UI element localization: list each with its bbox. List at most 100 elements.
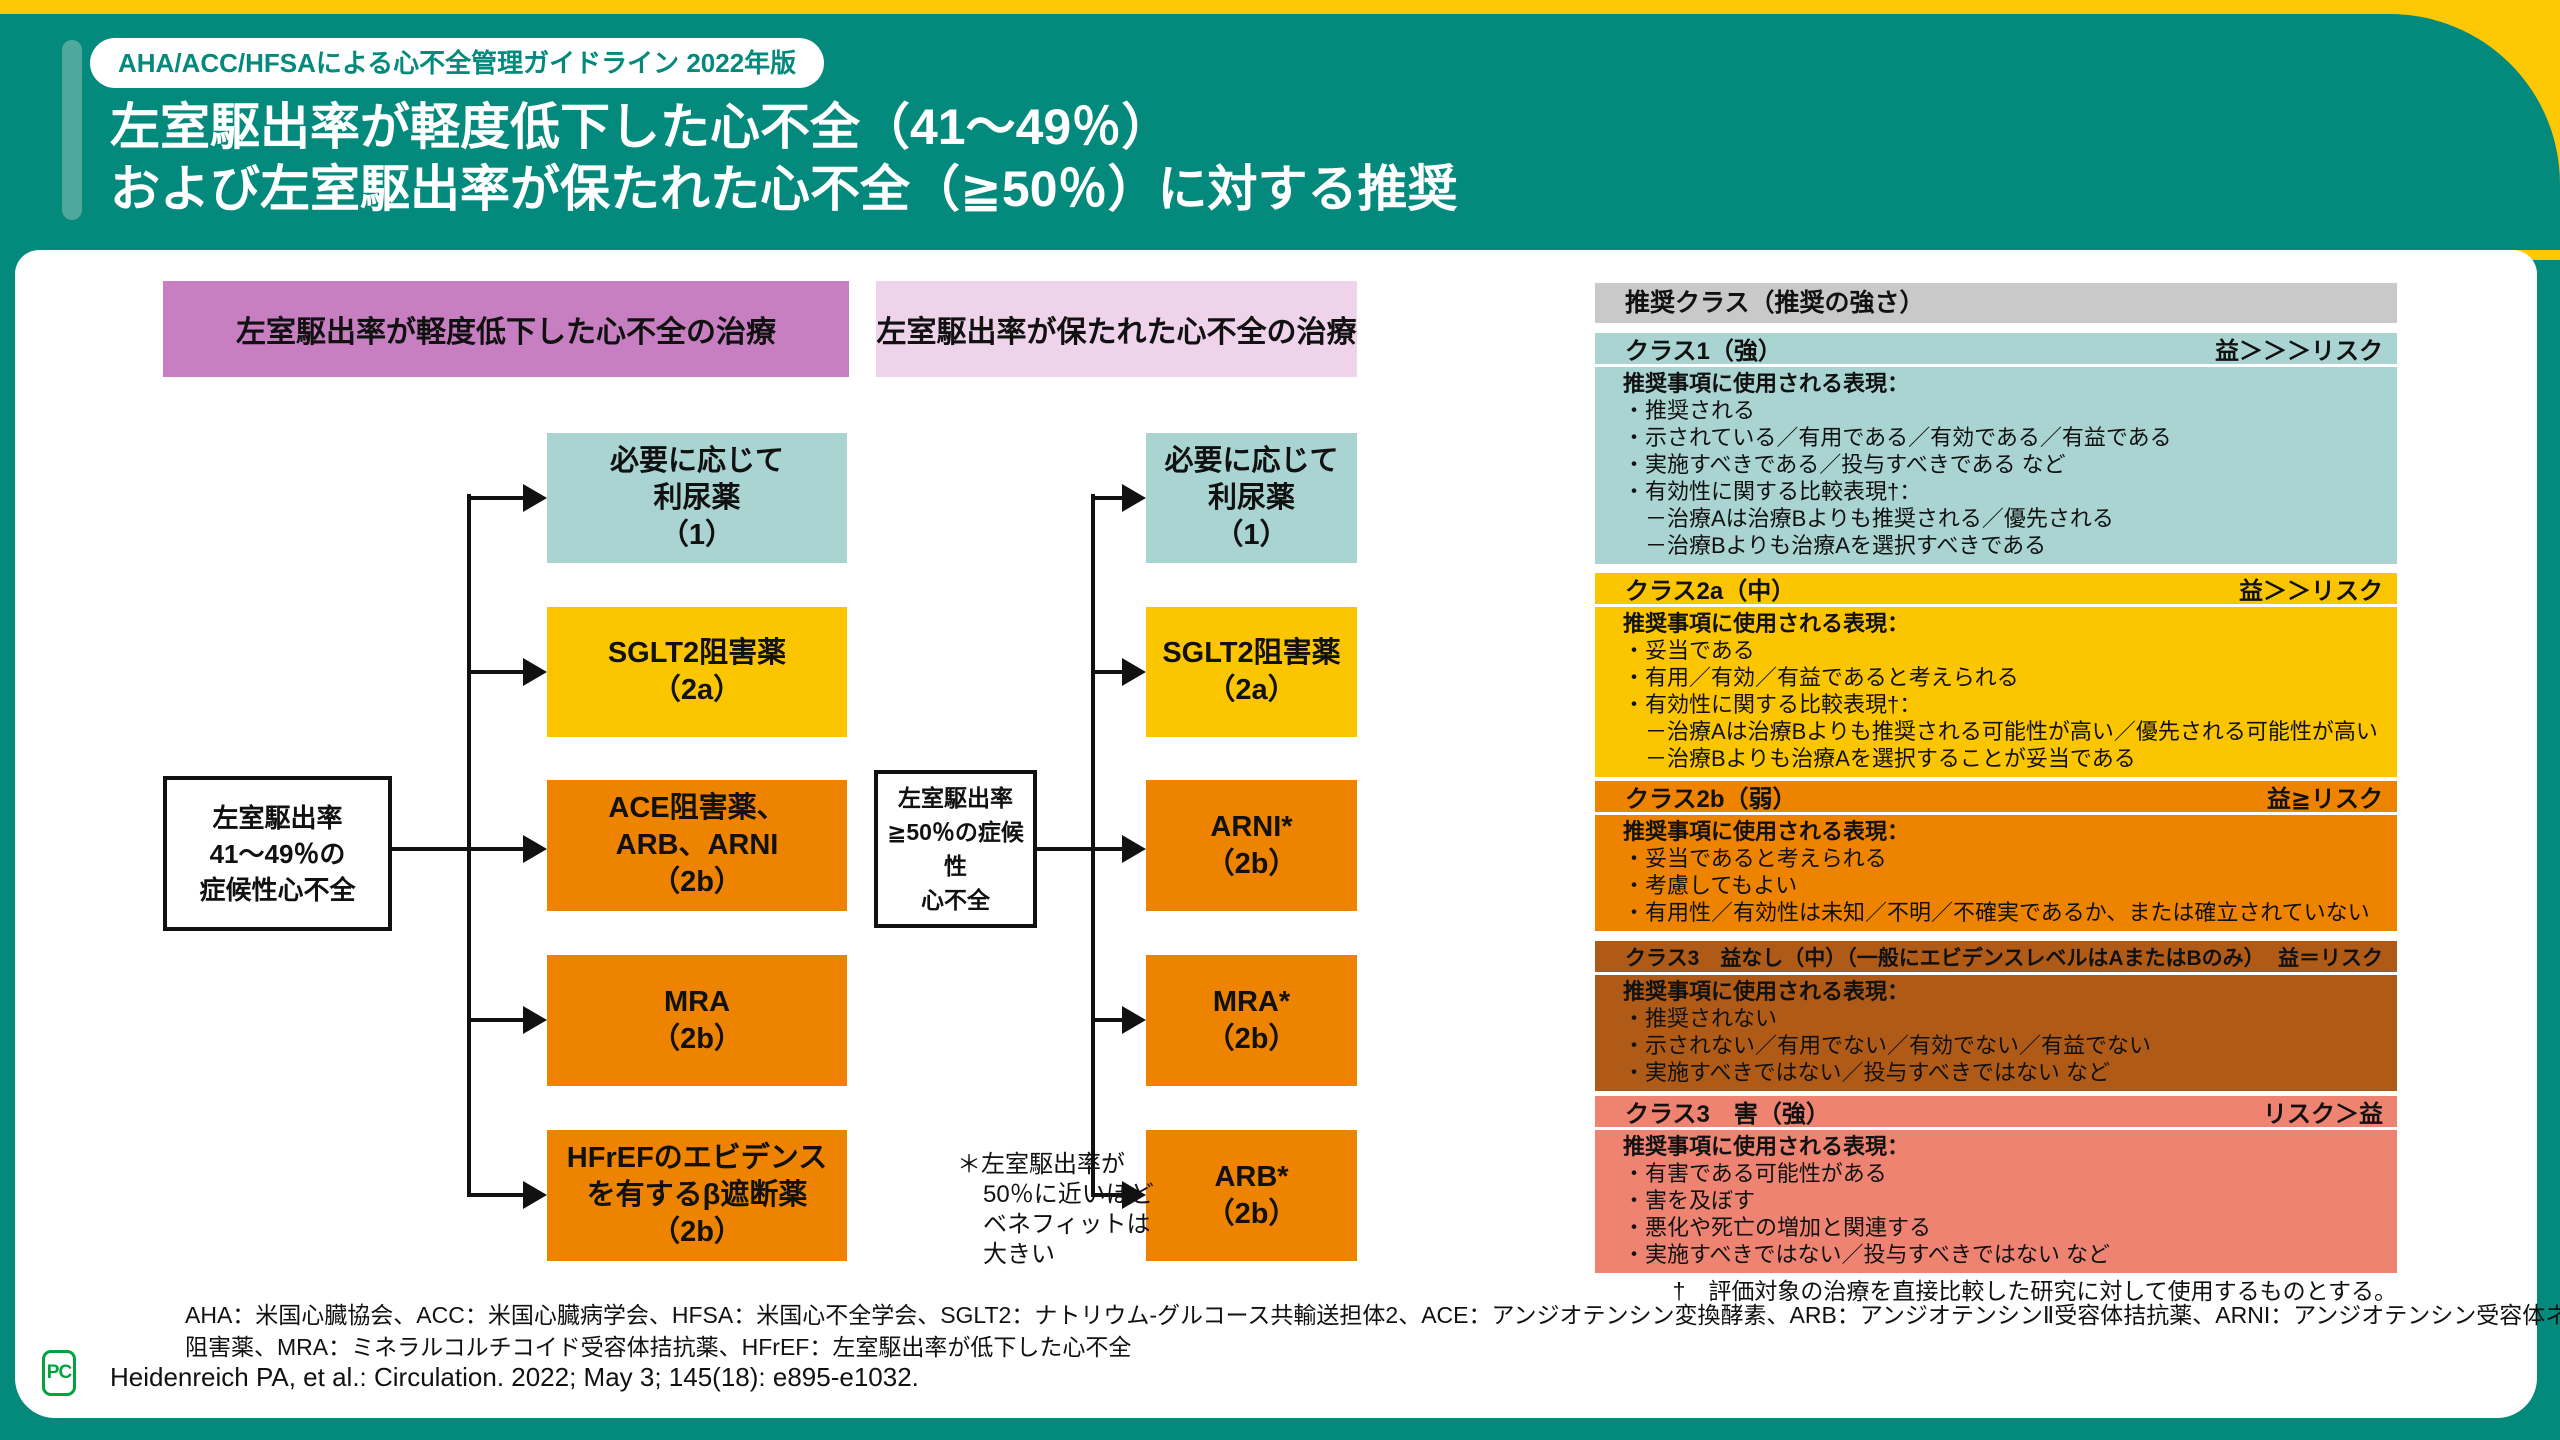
page-title: 左室駆出率が軽度低下した心不全（41〜49％） および左室駆出率が保たれた心不全… (110, 96, 1458, 220)
legend-class2a-band: クラス2a（中） 益＞＞リスク (1595, 573, 2397, 605)
source-box-line: 心不全 (921, 887, 990, 913)
arrow-icon (523, 835, 547, 863)
legend-bullet: ・実施すべきではない／投与すべきではない など (1623, 1242, 2111, 1267)
arrow-icon (523, 1006, 547, 1034)
box-line: SGLT2阻害薬 (1162, 637, 1341, 669)
arrow-icon (1122, 658, 1146, 686)
legend-class1-body: 推奨事項に使用される表現： ・推奨される・示されている／有用である／有効である／… (1595, 367, 2397, 564)
box-line: （2b） (1205, 1022, 1298, 1055)
connector-row4-left (469, 1018, 527, 1022)
legend-bullet: －治療Aは治療Bよりも推奨される／優先される (1623, 506, 2114, 531)
box-line: （2b） (651, 1022, 743, 1055)
legend-bullet: ・有用／有効／有益であると考えられる (1623, 665, 2019, 690)
connector-source-left (392, 847, 527, 851)
connector-row2-mid (1093, 670, 1125, 674)
legend-bullet: ・推奨されない (1623, 1006, 1778, 1031)
title-accent-bar (62, 40, 82, 220)
legend-class1-band: クラス1（強） 益＞＞＞リスク (1595, 333, 2397, 365)
dagger-footnote: † 評価対象の治療を直接比較した研究に対して使用するものとする。 (1672, 1278, 2397, 1304)
connector-row1-left (469, 496, 527, 500)
legend-bullet: ・実施すべきである／投与すべきである など (1623, 452, 2066, 477)
arrow-icon (523, 1181, 547, 1209)
legend-class3nb-label: クラス3 益なし（中）（一般にエビデンスレベルはAまたはBのみ） (1625, 946, 2265, 970)
flowchart-mid-source-box: 左室駆出率 ≧50％の症候性心不全 (874, 770, 1037, 928)
legend-bullet: ・有害である可能性がある (1623, 1161, 1887, 1186)
asterisk-note: ＊左室駆出率が 50％に近いほどベネフィットは大きい (957, 1150, 1154, 1270)
asterisk-note-line: 大きい (983, 1241, 1055, 1268)
asterisk-note-line: ベネフィットは (983, 1211, 1151, 1238)
connector-row2-left (469, 670, 527, 674)
guideline-badge: AHA/ACC/HFSAによる心不全管理ガイドライン 2022年版 (90, 38, 825, 88)
box-sglt2-left: SGLT2阻害薬（2a） (547, 607, 847, 737)
box-line: （2b） (651, 866, 743, 898)
legend-class3nb-body: 推奨事項に使用される表現： ・推奨されない・示されない／有用でない／有効でない／… (1595, 975, 2397, 1091)
legend-intro: 推奨事項に使用される表現： (1623, 1134, 1910, 1159)
source-box-line: 症候性心不全 (199, 874, 356, 905)
legend-class3nb-band: クラス3 益なし（中）（一般にエビデンスレベルはAまたはBのみ） 益＝リスク (1595, 941, 2397, 972)
legend-bullet: －治療Aは治療Bよりも推奨される可能性が高い／優先される可能性が高い (1623, 719, 2378, 744)
legend-intro: 推奨事項に使用される表現： (1623, 611, 1910, 636)
source-box-line: ≧50％の症候性 (887, 819, 1024, 879)
arrow-icon (1122, 484, 1146, 512)
box-line: ARB* (1214, 1160, 1289, 1193)
box-diuretics-mid: 必要に応じて利尿薬（1） (1146, 433, 1357, 563)
legend-bullet: ・害を及ぼす (1623, 1188, 1756, 1213)
box-betablocker-left: HFrEFのエビデンスを有するβ遮断薬 （2b） (547, 1130, 847, 1261)
legend-class3nb-balance: 益＝リスク (2278, 946, 2383, 970)
box-line: MRA (663, 985, 731, 1018)
legend-bullets: ・妥当である・有用／有効／有益であると考えられる・有効性に関する比較表現†： －… (1623, 637, 2389, 772)
page-title-line1: 左室駆出率が軽度低下した心不全（41〜49％） (110, 99, 1172, 155)
box-line: （2a） (651, 674, 743, 706)
legend-class1-balance: 益＞＞＞リスク (2215, 338, 2383, 365)
legend-bullet: －治療Bよりも治療Aを選択することが妥当である (1623, 746, 2136, 771)
box-mra-left: MRA （2b） (547, 955, 847, 1086)
legend-bullet: ・考慮してもよい (1623, 873, 1798, 898)
box-line: ARNI* (1210, 810, 1293, 843)
asterisk-note-line: ＊左室駆出率が (957, 1151, 1125, 1178)
box-ace-arb-arni-left: ACE阻害薬、 ARB、ARNI （2b） (547, 780, 847, 911)
box-line: （1） (659, 518, 735, 551)
box-line: 必要に応じて (1164, 444, 1339, 477)
legend-bullet: ・有効性に関する比較表現†： (1623, 692, 1922, 717)
box-sglt2-mid: SGLT2阻害薬（2a） (1146, 607, 1357, 737)
legend-class2b-balance: 益≧リスク (2266, 786, 2383, 813)
legend-class3harm-balance: リスク＞益 (2263, 1101, 2383, 1128)
legend-intro: 推奨事項に使用される表現： (1623, 371, 1910, 396)
box-line: HFrEFのエビデンス (566, 1142, 828, 1174)
connector-row4-mid (1093, 1018, 1125, 1022)
source-box-line: 左室駆出率 (212, 802, 343, 833)
legend-bullet: ・妥当である (1623, 638, 1755, 663)
connector-row5-left (469, 1193, 527, 1197)
source-box-line: 41〜49％の (209, 838, 346, 869)
connector-vertical-left (467, 494, 471, 1197)
page-title-line2: および左室駆出率が保たれた心不全（≧50％）に対する推奨 (110, 161, 1458, 217)
legend-bullets: ・有害である可能性がある・害を及ぼす・悪化や死亡の増加と関連する・実施すべきでは… (1623, 1160, 2389, 1268)
legend-bullet: －治療Bよりも治療Aを選択すべきである (1623, 533, 2047, 558)
arrow-icon (523, 658, 547, 686)
box-line: ACE阻害薬、 (608, 792, 786, 824)
source-box-line: 左室駆出率 (898, 785, 1013, 811)
legend-bullets: ・推奨されない・示されない／有用でない／有効でない／有益でない・実施すべきではな… (1623, 1005, 2389, 1086)
box-line: （2b） (1205, 847, 1298, 880)
box-line: （2b） (651, 1216, 743, 1248)
connector-row1-mid (1093, 496, 1125, 500)
box-line: を有するβ遮断薬 (586, 1179, 808, 1211)
box-line: ARB、ARNI (615, 829, 779, 861)
legend-class2b-label: クラス2b（弱） (1625, 786, 1797, 813)
legend-class2b-band: クラス2b（弱） 益≧リスク (1595, 781, 2397, 813)
box-line: MRA* (1212, 985, 1291, 1018)
box-arni-mid: ARNI* （2b） (1146, 780, 1357, 911)
box-line: 必要に応じて (609, 444, 784, 477)
legend-class1-label: クラス1（強） (1625, 338, 1782, 365)
legend-bullet: ・悪化や死亡の増加と関連する (1623, 1215, 1932, 1240)
legend-class3harm-body: 推奨事項に使用される表現： ・有害である可能性がある・害を及ぼす・悪化や死亡の増… (1595, 1130, 2397, 1273)
legend-bullet: ・示されている／有用である／有効である／有益である (1623, 425, 2172, 450)
box-diuretics-left: 必要に応じて利尿薬（1） (547, 433, 847, 563)
flowchart-left-header: 左室駆出率が軽度低下した心不全の治療 (163, 281, 849, 377)
legend-class3harm-band: クラス3 害（強） リスク＞益 (1595, 1096, 2397, 1128)
legend-class3harm-label: クラス3 害（強） (1625, 1101, 1830, 1128)
box-mra-mid: MRA* （2b） (1146, 955, 1357, 1086)
abbreviation-line2: 阻害薬、MRA：ミネラルコルチコイド受容体拮抗薬、HFrEF：左室駆出率が低下し… (185, 1334, 1132, 1360)
box-line: （1） (1214, 518, 1289, 551)
asterisk-note-line: 50％に近いほど (983, 1181, 1154, 1208)
